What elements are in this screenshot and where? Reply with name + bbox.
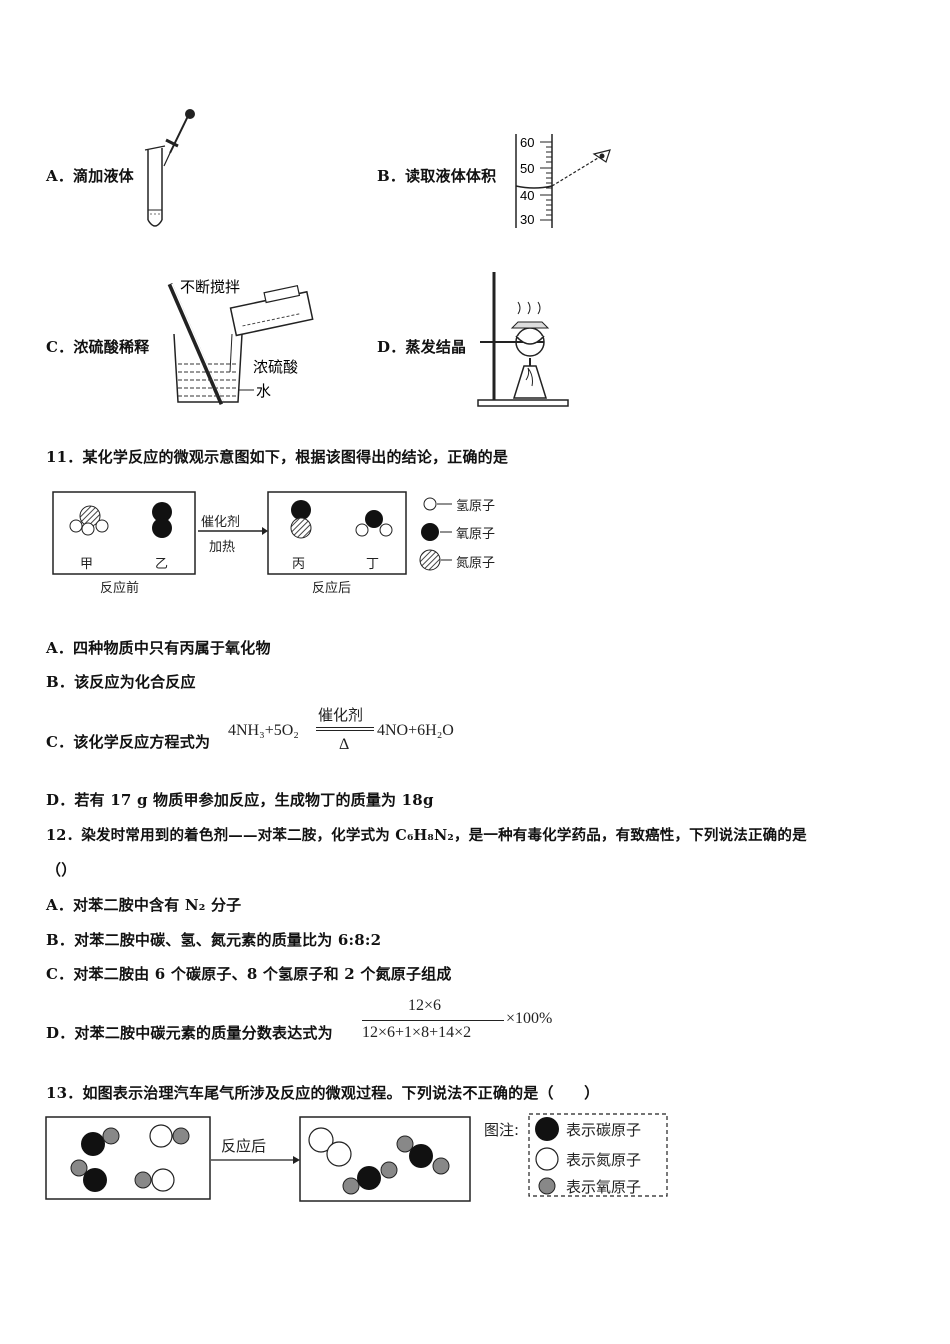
option-a-label: A．滴加液体 [46, 167, 134, 185]
legend-hydrogen: 氢原子 [456, 499, 496, 514]
equation-condition-under: Δ [339, 736, 350, 753]
q12-option-a: A．对苯二胺中含有 N₂ 分子 [46, 896, 242, 914]
legend-nitrogen-13: 表示氮原子 [566, 1151, 642, 1169]
tick-50: 50 [520, 161, 534, 176]
evaporation-figure [476, 270, 576, 410]
acid-label: 浓硫酸 [253, 358, 298, 376]
q11-option-c: C．该化学反应方程式为 [46, 733, 211, 751]
equation-left: 4NH₃+5O₂ [228, 722, 299, 739]
q13-stem: 13．如图表示治理汽车尾气所涉及反应的微观过程。下列说法不正确的是（ ） [46, 1084, 600, 1102]
option-b-label: B．读取液体体积 [377, 167, 497, 185]
q12-stem: 12．染发时常用到的着色剂——对苯二胺，化学式为 C₆H₈N₂，是一种有毒化学药… [46, 827, 807, 844]
condition-top: 催化剂 [201, 515, 241, 530]
option-c-label: C．浓硫酸稀释 [46, 338, 150, 356]
tick-30: 30 [520, 212, 534, 227]
after-label: 反应后 [312, 581, 352, 596]
equation-bar-2 [316, 730, 374, 731]
dropper-test-tube-figure [140, 108, 220, 233]
graduated-cylinder-figure: 60 50 40 30 [510, 130, 620, 232]
q11-option-d: D．若有 17 g 物质甲参加反应，生成物丁的质量为 18g [46, 791, 434, 809]
fraction-bar [362, 1020, 504, 1021]
equation-condition-over: 催化剂 [318, 706, 364, 724]
stir-label: 不断搅拌 [180, 278, 240, 296]
equation-right: 4NO+6H₂O [377, 722, 454, 739]
fraction-numerator: 12×6 [408, 997, 442, 1014]
q12-option-b: B．对苯二胺中碳、氢、氮元素的质量比为 6:8:2 [46, 931, 382, 949]
q11-stem: 11．某化学反应的微观示意图如下，根据该图得出的结论，正确的是 [46, 448, 509, 466]
legend-oxygen: 氧原子 [456, 527, 496, 542]
legend-title: 图注: [484, 1121, 520, 1139]
reactant-b-label: 乙 [155, 557, 169, 572]
q11-reaction-diagram [52, 488, 522, 598]
product-a-label: 丙 [292, 557, 306, 572]
fraction-suffix: ×100% [506, 1010, 553, 1027]
legend-oxygen-13: 表示氧原子 [566, 1178, 642, 1196]
product-b-label: 丁 [366, 557, 380, 572]
arrow-label: 反应后 [221, 1137, 267, 1155]
acid-dilution-figure: 不断搅拌 浓硫酸 水 [160, 272, 320, 412]
before-label: 反应前 [100, 581, 140, 596]
option-d-label: D．蒸发结晶 [377, 338, 467, 356]
fraction-denominator: 12×6+1×8+14×2 [362, 1024, 472, 1041]
q12-paren: （） [46, 861, 77, 879]
q13-reaction-diagram [45, 1112, 685, 1208]
legend-nitrogen: 氮原子 [456, 556, 496, 571]
condition-bottom: 加热 [209, 540, 236, 555]
q11-option-a: A．四种物质中只有丙属于氧化物 [46, 639, 271, 657]
water-label: 水 [256, 382, 271, 400]
q11-option-b: B．该反应为化合反应 [46, 673, 196, 691]
legend-carbon: 表示碳原子 [566, 1121, 642, 1139]
reactant-a-label: 甲 [80, 557, 94, 572]
equation-bar [316, 727, 374, 728]
q12-option-d: D．对苯二胺中碳元素的质量分数表达式为 [46, 1024, 333, 1042]
tick-60: 60 [520, 135, 534, 150]
q12-option-c: C．对苯二胺由 6 个碳原子、8 个氢原子和 2 个氮原子组成 [46, 965, 452, 983]
tick-40: 40 [520, 188, 534, 203]
